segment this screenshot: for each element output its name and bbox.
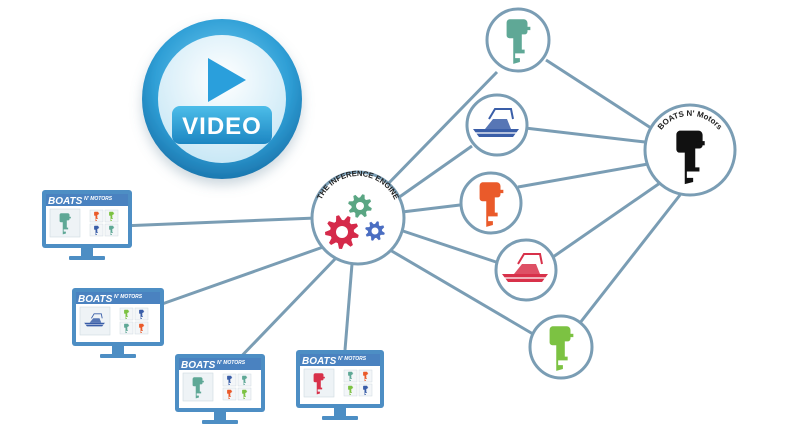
monitor-logo: BOATS bbox=[302, 356, 337, 367]
connector-line bbox=[161, 244, 327, 306]
preview-icon bbox=[84, 313, 105, 327]
connector-line bbox=[389, 248, 534, 336]
thumbnail-icon bbox=[124, 323, 130, 334]
outboard-motor-icon bbox=[506, 19, 531, 64]
connector-line bbox=[119, 216, 317, 228]
inference-engine-node: THE INFERENCE ENGINE bbox=[310, 169, 406, 266]
product-nodes bbox=[459, 7, 594, 380]
thumbnail-icon bbox=[348, 371, 354, 382]
thumbnail-icon bbox=[139, 323, 145, 334]
red-gear-icon bbox=[325, 215, 359, 249]
video-label: VIDEO bbox=[182, 113, 262, 140]
play-icon bbox=[208, 58, 246, 102]
monitor-logo-sup: N' MOTORS bbox=[114, 294, 143, 300]
connector-line bbox=[230, 256, 338, 368]
connector-line bbox=[343, 263, 354, 351]
blue-gear-icon bbox=[365, 221, 385, 241]
video-play-button[interactable]: VIDEO bbox=[142, 19, 302, 179]
video-label-plate bbox=[172, 106, 272, 144]
brand-hub-node: BOATS N' Motors bbox=[643, 103, 737, 197]
boat-icon bbox=[502, 253, 548, 282]
thumbnail-icon bbox=[227, 375, 233, 386]
thumbnail-icon bbox=[109, 225, 115, 236]
thumbnail-icon bbox=[348, 385, 354, 396]
monitor-logo-sup: N' MOTORS bbox=[338, 356, 367, 362]
product-node-3 bbox=[459, 171, 523, 235]
connector-line bbox=[574, 194, 682, 329]
thumbnail-icon bbox=[242, 389, 248, 400]
thumbnail-icon bbox=[242, 375, 248, 386]
connector-line bbox=[401, 203, 461, 214]
black-motor-icon bbox=[676, 130, 705, 185]
monitor-logo: BOATS bbox=[48, 196, 83, 207]
outboard-motor-icon bbox=[479, 182, 504, 227]
connector-lines bbox=[119, 58, 682, 368]
outboard-motor-icon bbox=[549, 326, 574, 371]
thumbnail-icon bbox=[124, 309, 130, 320]
connector-line bbox=[545, 58, 652, 130]
thumbnail-icon bbox=[94, 211, 100, 222]
preview-icon bbox=[59, 213, 71, 235]
monitor-logo: BOATS bbox=[181, 360, 216, 371]
thumbnail-icon bbox=[363, 385, 369, 396]
connector-line bbox=[382, 70, 499, 190]
thumbnail-icon bbox=[227, 389, 233, 400]
product-node-2 bbox=[465, 93, 529, 157]
monitor-logo-sup: N' MOTORS bbox=[217, 360, 246, 366]
thumbnail-icon bbox=[109, 211, 115, 222]
thumbnail-icon bbox=[94, 225, 100, 236]
product-node-1 bbox=[485, 7, 551, 73]
connector-line bbox=[517, 162, 649, 189]
product-node-4 bbox=[494, 238, 558, 302]
connector-line bbox=[524, 126, 646, 144]
green-gear-icon bbox=[348, 194, 372, 218]
product-node-5 bbox=[528, 314, 594, 380]
monitor-logo: BOATS bbox=[78, 294, 113, 305]
preview-icon bbox=[192, 377, 204, 399]
connector-line bbox=[399, 228, 497, 264]
thumbnail-icon bbox=[363, 371, 369, 382]
thumbnail-icon bbox=[139, 309, 145, 320]
monitor-logo-sup: N' MOTORS bbox=[84, 196, 113, 202]
connector-line bbox=[397, 144, 473, 200]
connector-line bbox=[552, 181, 661, 259]
preview-icon bbox=[313, 373, 325, 395]
boat-icon bbox=[473, 108, 519, 137]
